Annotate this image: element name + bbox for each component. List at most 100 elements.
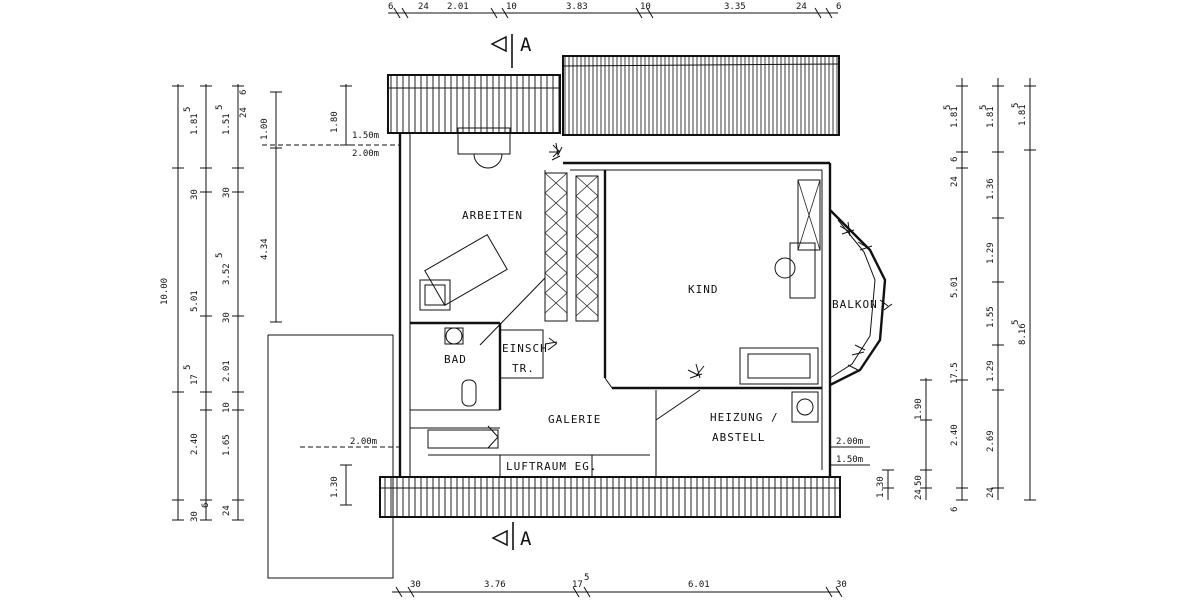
plant-icon [544,142,893,379]
dim-left-low: 1.30 [330,476,340,498]
dim-right-b-5: 1.29 [986,360,996,382]
dim-right-c-2: 8.16 [1018,323,1028,345]
dim-left-mid-3: 3.52 [222,263,232,285]
dim-left-mid-1: 1.51 [222,113,232,135]
dim-right-b-2: 1.36 [986,178,996,200]
room-label-luftraum: LUFTRAUM EG. [506,460,597,473]
shelf-ladder-right [575,175,599,322]
dim-top-9: 6 [836,2,841,12]
bed-kind [739,347,819,385]
dim-left-mid-5: 2.01 [222,360,232,382]
dim-right-d-1: 1.90 [914,398,924,420]
dim-top-7: 3.35 [724,2,746,12]
dim-left-mid-3-sup: 5 [215,253,225,258]
dim-left-small-1: 24 [239,107,249,118]
room-label-bad: BAD [444,353,467,366]
dim-right-a-3: 24 [950,176,960,187]
room-label-balkon: BALKON [832,298,878,311]
dim-left-mid-7: 1.65 [222,434,232,456]
height-label-200-left: 2.00m [352,149,379,159]
dimension-right: 1.81 5 6 24 5.01 17.5 1.30 6 1.81 5 1.36… [876,78,1036,512]
room-label-galerie: GALERIE [548,413,601,426]
dim-left-outer-1-sup: 5 [183,107,193,112]
dim-left-mid-1-sup: 5 [215,105,225,110]
boiler-heizung [791,391,819,423]
dim-right-c-1: 1.81 [1018,104,1028,126]
dim-left-outer-5: 2.40 [190,433,200,455]
dim-left-inner-2: 4.34 [260,238,270,260]
height-label-150-right: 1.50m [836,455,863,465]
room-label-arbeiten: ARBEITEN [462,209,523,222]
room-label-tr: TR. [512,362,535,375]
dim-top-6: 10 [640,2,651,12]
table-kind [774,242,816,299]
room-label-einsch: EINSCH [502,342,548,355]
room-labels: ARBEITEN KIND BAD EINSCH TR. GALERIE HEI… [444,209,878,473]
wc-bad [461,379,477,407]
dim-right-a-4: 5.01 [950,276,960,298]
wardrobe-kind [797,179,821,251]
dim-right-b-1-sup: 5 [979,105,989,110]
dimension-bottom: 30 3.76 17 5 6.01 30 [392,573,847,598]
dim-left-outer-4: 17 [190,374,200,385]
dim-bottom-3-sup: 5 [584,573,589,583]
room-label-kind: KIND [688,283,719,296]
dim-top-5: 3.83 [566,2,588,12]
lower-left-outline [267,334,394,579]
section-label-bottom: A [520,528,532,550]
dim-left-mid-8: 24 [222,505,232,516]
dim-top-4: 10 [506,2,517,12]
dim-right-d-4: 24 [914,489,924,500]
dim-left-mid-2: 30 [222,187,232,198]
dim-left-outer-1: 1.81 [190,113,200,135]
dim-top-8: 24 [796,2,807,12]
interior-walls [410,127,822,477]
dim-top-2: 24 [418,2,429,12]
roof-top-right [562,55,840,136]
dimension-left: 10.00 1.81 5 30 5.01 17 5 2.40 30 6 1.51… [160,84,352,522]
dim-right-c-1-sup: 5 [1011,103,1021,108]
dim-bottom-5: 30 [836,580,847,590]
roof-top-left [387,74,561,134]
dim-right-a-2: 6 [950,157,960,162]
dim-right-a-1-sup: 5 [943,105,953,110]
dim-left-outer-2: 30 [190,189,200,200]
dim-right-d-3: 50 [914,475,924,486]
balcony-outline [829,209,887,387]
outer-walls [398,133,832,477]
dim-right-b-7: 24 [986,487,996,498]
dim-left-outer-6: 30 [190,511,200,522]
dim-right-c-2-sup: 5 [1011,320,1021,325]
dim-left-wall: 1.80 [330,111,340,133]
dim-top-3: 2.01 [447,2,469,12]
dim-left-mid-4: 30 [222,312,232,323]
height-labels: 1.50m 2.00m 2.00m 2.00m 1.50m [350,131,863,465]
dim-right-b-6: 2.69 [986,430,996,452]
dim-left-outer-3: 5.01 [190,290,200,312]
height-label-150-left: 1.50m [352,131,379,141]
desk-arbeiten [419,233,508,311]
einsch-tr-box [499,329,544,379]
section-label-top: A [520,34,532,56]
shelf-ladder-left [544,172,568,322]
dim-right-a-5: 17.5 [950,362,960,384]
room-label-abstell: ABSTELL [712,431,765,444]
dimension-top: 6 24 2.01 10 3.83 10 3.35 24 6 [388,2,841,19]
dim-bottom-1: 30 [410,580,421,590]
dim-bottom-4: 6.01 [688,580,710,590]
dim-bottom-3: 17 [572,580,583,590]
height-label-200-right: 2.00m [836,437,863,447]
dim-right-d-2: 2.40 [950,424,960,446]
section-mark-bottom: A [491,522,532,550]
dim-left-total: 10.00 [160,278,170,305]
height-lines [262,133,870,466]
dim-left-inner-1: 1.00 [260,118,270,140]
dim-right-b-1: 1.81 [986,106,996,128]
dim-right-a-7: 6 [950,507,960,512]
room-label-heizung: HEIZUNG / [710,411,779,424]
roof-bottom [379,476,841,518]
dim-right-b-4: 1.55 [986,306,996,328]
dim-left-small-2: 6 [239,90,249,95]
section-mark-top: A [490,34,532,68]
